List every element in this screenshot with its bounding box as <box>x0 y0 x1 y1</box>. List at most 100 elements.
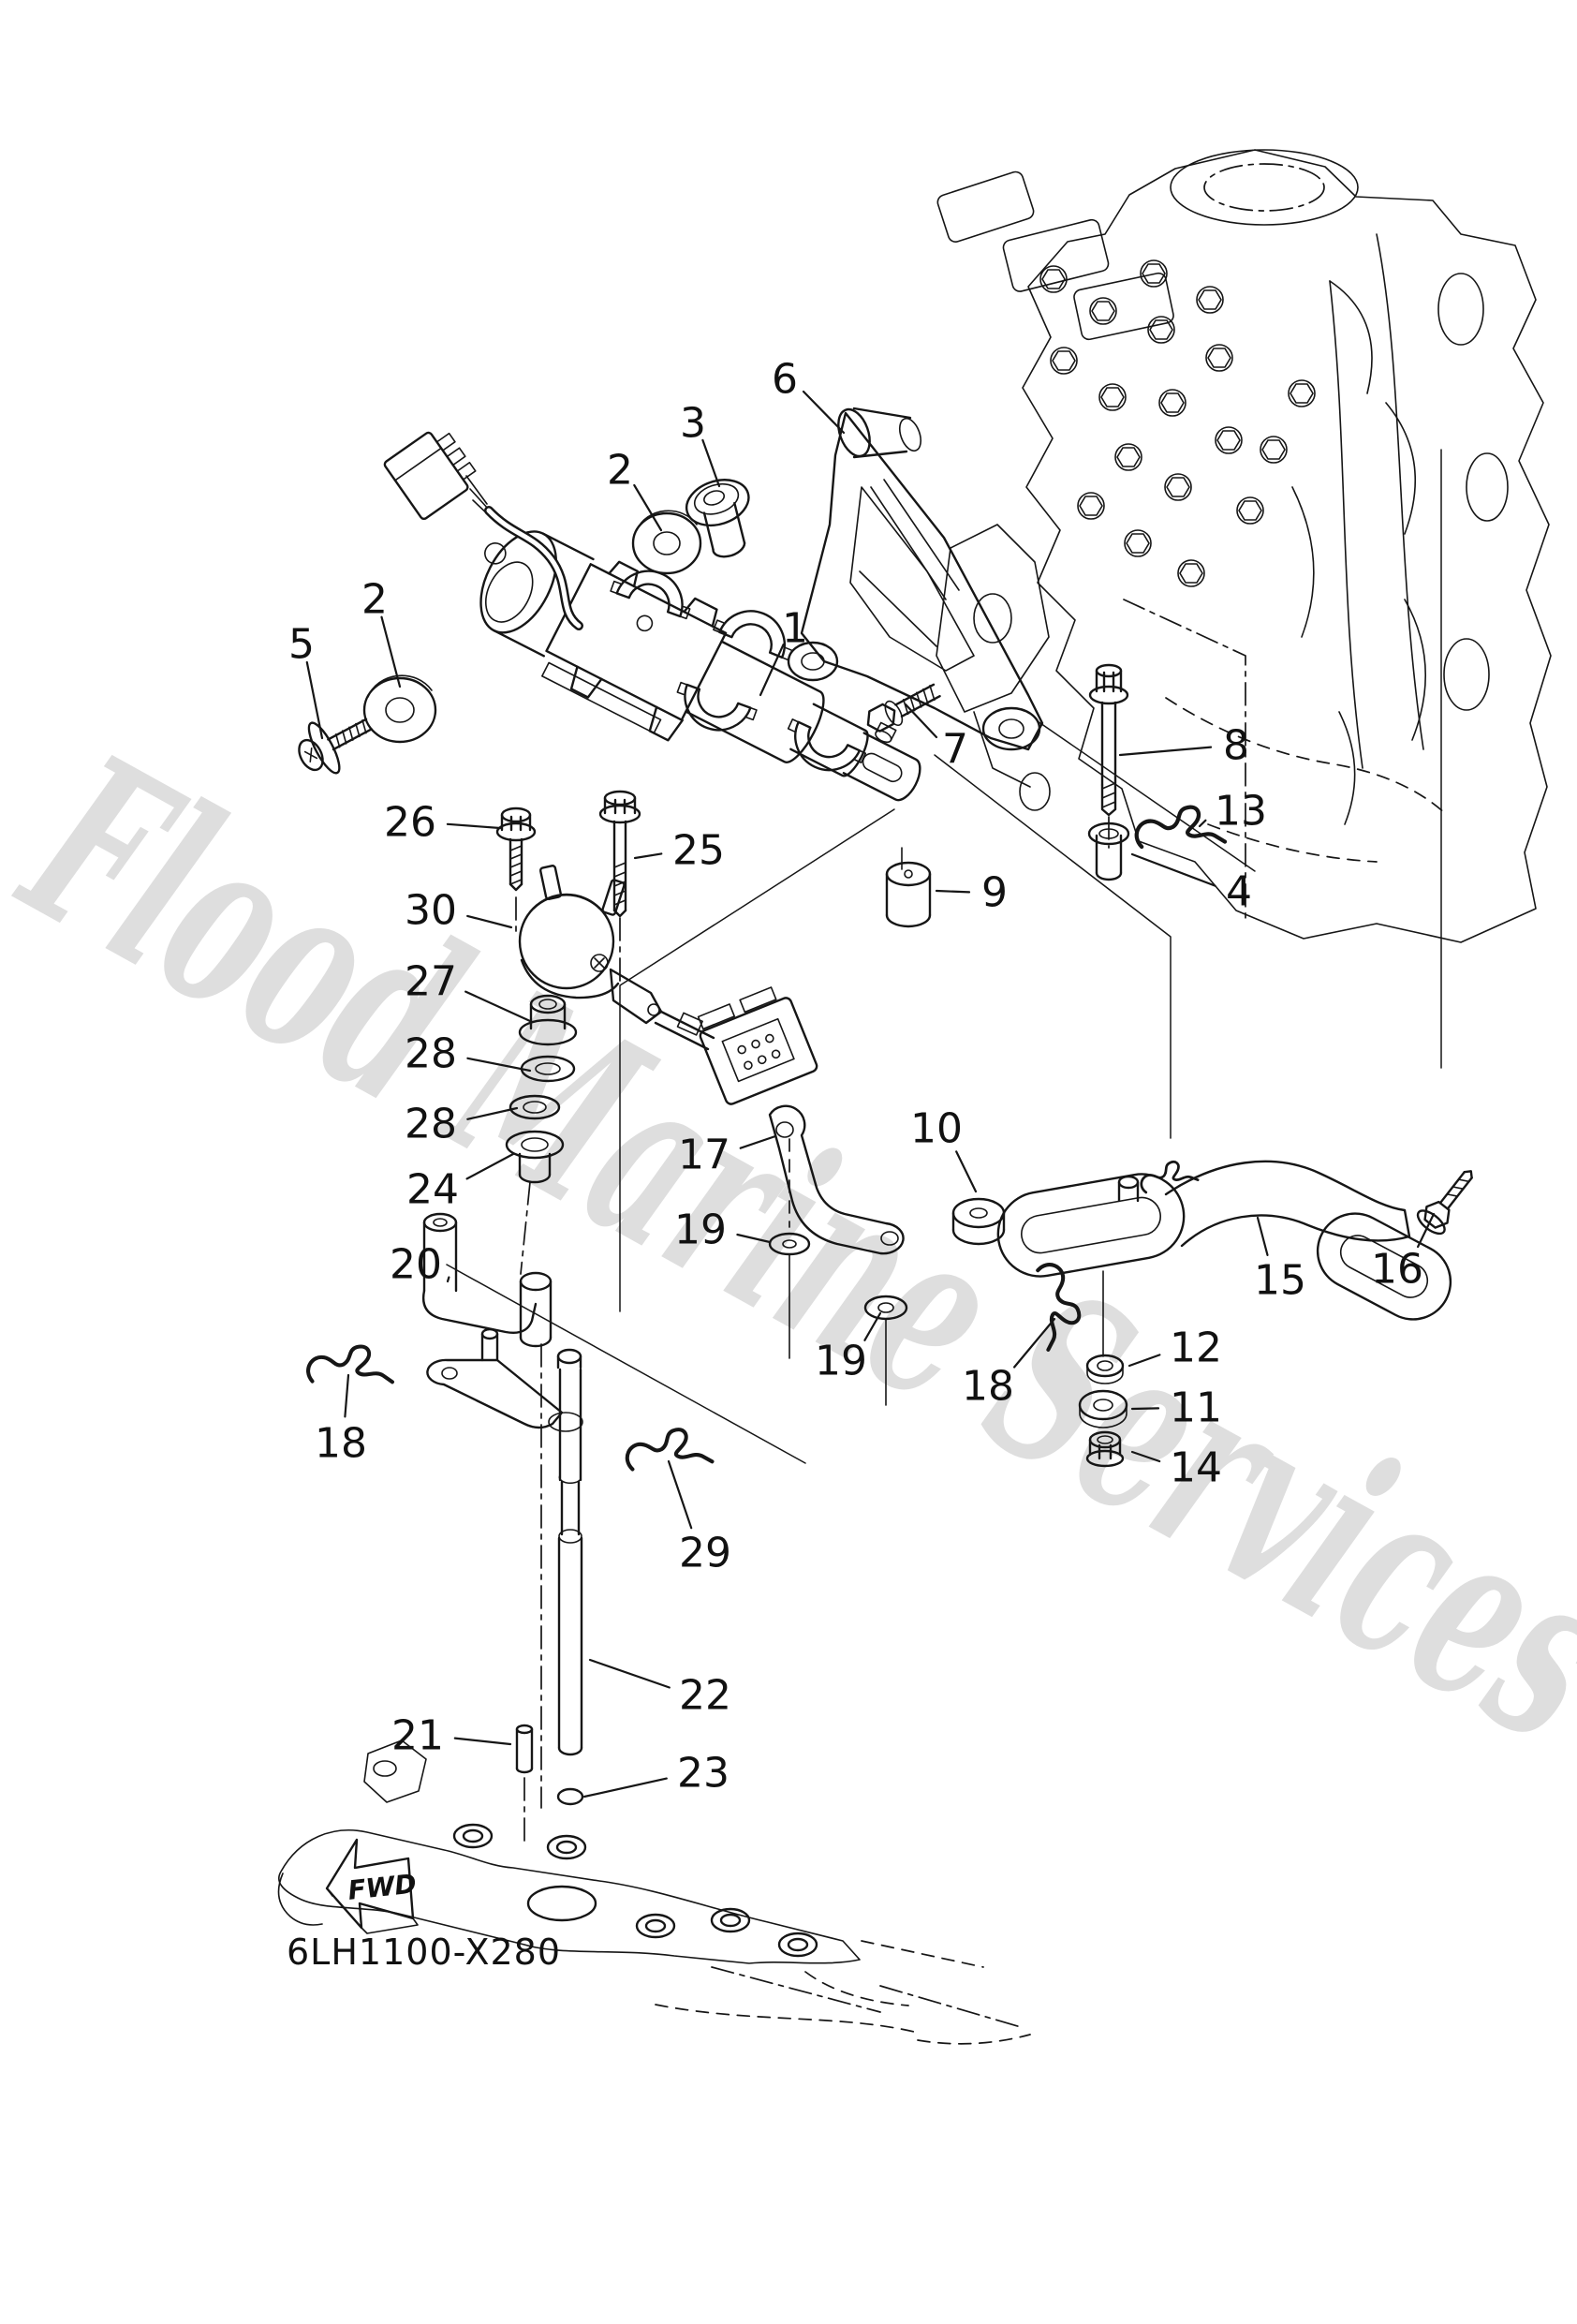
callout-leader-line <box>759 644 785 697</box>
part-28-washer-lower <box>508 1094 561 1120</box>
callout-number: 7 <box>942 726 968 774</box>
part-16-bolt <box>1416 1170 1473 1236</box>
callout-18-25: 18 <box>962 1317 1056 1411</box>
callout-number: 30 <box>405 887 457 935</box>
part-8-bolt <box>1088 663 1129 817</box>
callout-6-3: 6 <box>772 356 846 435</box>
callout-2-1: 2 <box>607 447 663 532</box>
callout-17-14: 17 <box>678 1132 777 1179</box>
callout-number: 12 <box>1170 1325 1222 1372</box>
callout-leader-line <box>701 438 721 488</box>
callout-leader-line <box>588 1658 671 1689</box>
callout-number: 19 <box>815 1338 867 1385</box>
callout-9-20: 9 <box>935 869 1008 917</box>
part-17-lever-drawing <box>768 1104 905 1255</box>
part-15-lever-drawing <box>996 1153 1452 1321</box>
part-20-link-drawing <box>422 1212 553 1348</box>
part-22-link-rod-drawing <box>556 1348 583 1756</box>
callout-21-32: 21 <box>391 1712 512 1760</box>
callout-22-31: 22 <box>588 1658 731 1720</box>
callout-10-22: 10 <box>910 1105 978 1193</box>
callout-leader-line <box>802 390 846 435</box>
cable-connector-drawing <box>383 431 583 630</box>
callout-leader-line <box>1012 1317 1056 1369</box>
callout-leader-line <box>305 660 324 740</box>
callout-leader-line <box>633 483 663 532</box>
callout-number: 24 <box>406 1166 459 1214</box>
part-2-grommet-upper <box>631 510 702 575</box>
part-1-throttle-rod-drawing <box>479 530 921 802</box>
callout-number: 10 <box>910 1105 963 1153</box>
callout-number: 11 <box>1170 1384 1222 1432</box>
callout-16-24: 16 <box>1371 1212 1436 1294</box>
callout-leader-line <box>380 615 402 688</box>
callout-number: 25 <box>672 827 725 875</box>
bottom-mount-plate-drawing <box>277 1739 1031 2045</box>
callout-number: 20 <box>390 1241 442 1289</box>
callout-29-30: 29 <box>667 1459 731 1577</box>
part-9-mount <box>885 847 932 928</box>
part-14-nut <box>1085 1430 1125 1468</box>
callout-number: 14 <box>1170 1444 1222 1492</box>
callout-18-29: 18 <box>315 1373 367 1468</box>
part-26-bolt <box>495 807 537 892</box>
callout-leader-line <box>453 1737 512 1746</box>
callout-leader-line <box>1118 746 1213 757</box>
callout-leader-line <box>446 1276 450 1283</box>
callout-leader-line <box>1130 852 1216 887</box>
callout-2-4: 2 <box>361 576 402 688</box>
callout-leader-line <box>582 1777 668 1799</box>
part-7-bolt <box>866 683 941 733</box>
callout-number: 26 <box>384 799 436 847</box>
callout-leader-line <box>1198 819 1207 828</box>
part-25-bolt <box>598 790 641 918</box>
callout-26-6: 26 <box>384 799 502 847</box>
callout-leader-line <box>344 1373 350 1418</box>
part-3-bushing <box>685 479 750 558</box>
callout-leader-line <box>1127 1354 1161 1368</box>
sensor-connector-drawing <box>697 986 818 1105</box>
callout-leader-line <box>1130 1450 1161 1463</box>
callout-number: 29 <box>679 1530 731 1577</box>
callout-leader-line <box>633 852 663 860</box>
callout-4-21: 4 <box>1130 852 1252 916</box>
callout-19-15: 19 <box>674 1206 772 1254</box>
callout-8-18: 8 <box>1118 722 1249 770</box>
callout-11-27: 11 <box>1130 1384 1222 1432</box>
callout-number: 22 <box>679 1672 731 1720</box>
callout-number: 17 <box>678 1132 730 1179</box>
part-11-washer <box>1078 1389 1128 1428</box>
callout-number: 18 <box>315 1420 367 1468</box>
part-24-grommet <box>505 1130 565 1184</box>
callout-leader-line <box>1416 1212 1436 1249</box>
callout-number: 15 <box>1254 1257 1306 1305</box>
callout-5-5: 5 <box>288 621 324 740</box>
callout-19-16: 19 <box>815 1311 882 1385</box>
callout-number: 19 <box>674 1206 727 1254</box>
callout-leader-line <box>466 1106 519 1120</box>
part-27-bushing <box>518 994 578 1046</box>
callout-number: 3 <box>680 400 706 448</box>
callout-28-11: 28 <box>405 1101 519 1148</box>
part-23-oring <box>556 1787 584 1806</box>
callout-15-23: 15 <box>1254 1216 1306 1305</box>
callout-14-28: 14 <box>1130 1444 1222 1492</box>
part-13-clip <box>1133 801 1225 863</box>
callout-number: 28 <box>405 1030 457 1078</box>
callout-leader-line <box>955 1150 978 1193</box>
part-12-washer <box>1085 1354 1125 1384</box>
callout-25-7: 25 <box>633 827 725 875</box>
callout-24-12: 24 <box>406 1152 515 1214</box>
part-18-clip-left <box>305 1342 392 1397</box>
callout-number: 1 <box>782 605 808 653</box>
callout-number: 4 <box>1226 868 1252 916</box>
callout-30-8: 30 <box>405 887 513 935</box>
callout-leader-line <box>446 822 502 830</box>
part-code-text: 6LH1100-X280 <box>287 1932 561 1973</box>
callout-leader-line <box>904 703 938 739</box>
callout-number: 2 <box>607 447 633 495</box>
callout-leader-line <box>464 990 532 1023</box>
fwd-arrow-label: FWD <box>346 1868 418 1905</box>
part-6-bracket-drawing <box>787 407 1256 872</box>
